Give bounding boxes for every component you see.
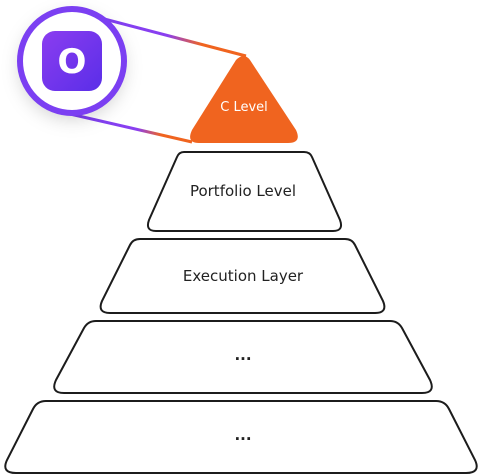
- logo-square: [42, 31, 102, 91]
- apex-label: C Level: [220, 100, 268, 115]
- apex-triangle: [190, 56, 298, 143]
- logo-badge: O: [17, 6, 127, 116]
- pyramid-tier-3: ...: [53, 320, 433, 394]
- pyramid-tier-portfolio: Portfolio Level: [146, 151, 343, 232]
- tier-shape: [4, 400, 478, 474]
- tier-shape: [146, 151, 343, 232]
- logo-letter: O: [58, 42, 87, 82]
- pyramid-tier-execution: Execution Layer: [99, 238, 386, 314]
- logo-ring: [17, 6, 127, 116]
- tier-label-4: ...: [234, 426, 251, 444]
- pyramid-tier-4: ...: [4, 400, 478, 474]
- tier-label-portfolio: Portfolio Level: [190, 182, 296, 200]
- tier-shape: [53, 320, 433, 394]
- tier-label-execution: Execution Layer: [183, 267, 304, 285]
- tier-shape: [99, 238, 386, 314]
- connector-line-bottom: [69, 112, 193, 144]
- tier-label-3: ...: [234, 346, 251, 364]
- apex-tier: C Level: [190, 56, 298, 143]
